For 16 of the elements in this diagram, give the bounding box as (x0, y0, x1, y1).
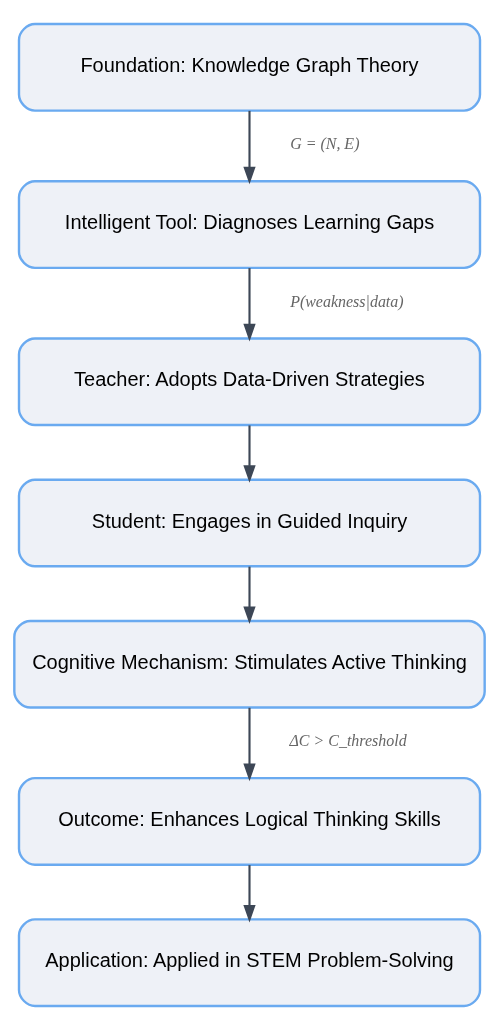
node-box: Teacher: Adopts Data-Driven Strategies (17, 337, 481, 427)
node-box: Foundation: Knowledge Graph Theory (17, 22, 481, 112)
node-box: Student: Engages in Guided Inquiry (17, 478, 481, 568)
node-box: Cognitive Mechanism: Stimulates Active Thinking (12, 619, 486, 709)
arrow (242, 110, 256, 185)
edge-label: G = (N, E) (289, 135, 359, 153)
node-box: Intelligent Tool: Diagnoses Learning Gaps (17, 180, 481, 270)
node-box: Application: Applied in STEM Problem-Solving (17, 918, 481, 1008)
arrow (242, 707, 256, 782)
edge-label: P(weakness|data) (289, 292, 404, 310)
arrow (242, 268, 256, 342)
node-box: Outcome: Enhances Logical Thinking Skills (17, 776, 481, 866)
arrow (242, 865, 256, 923)
edge-label: ΔC > C_threshold (288, 732, 407, 750)
arrow (242, 566, 256, 625)
arrow (242, 425, 256, 483)
